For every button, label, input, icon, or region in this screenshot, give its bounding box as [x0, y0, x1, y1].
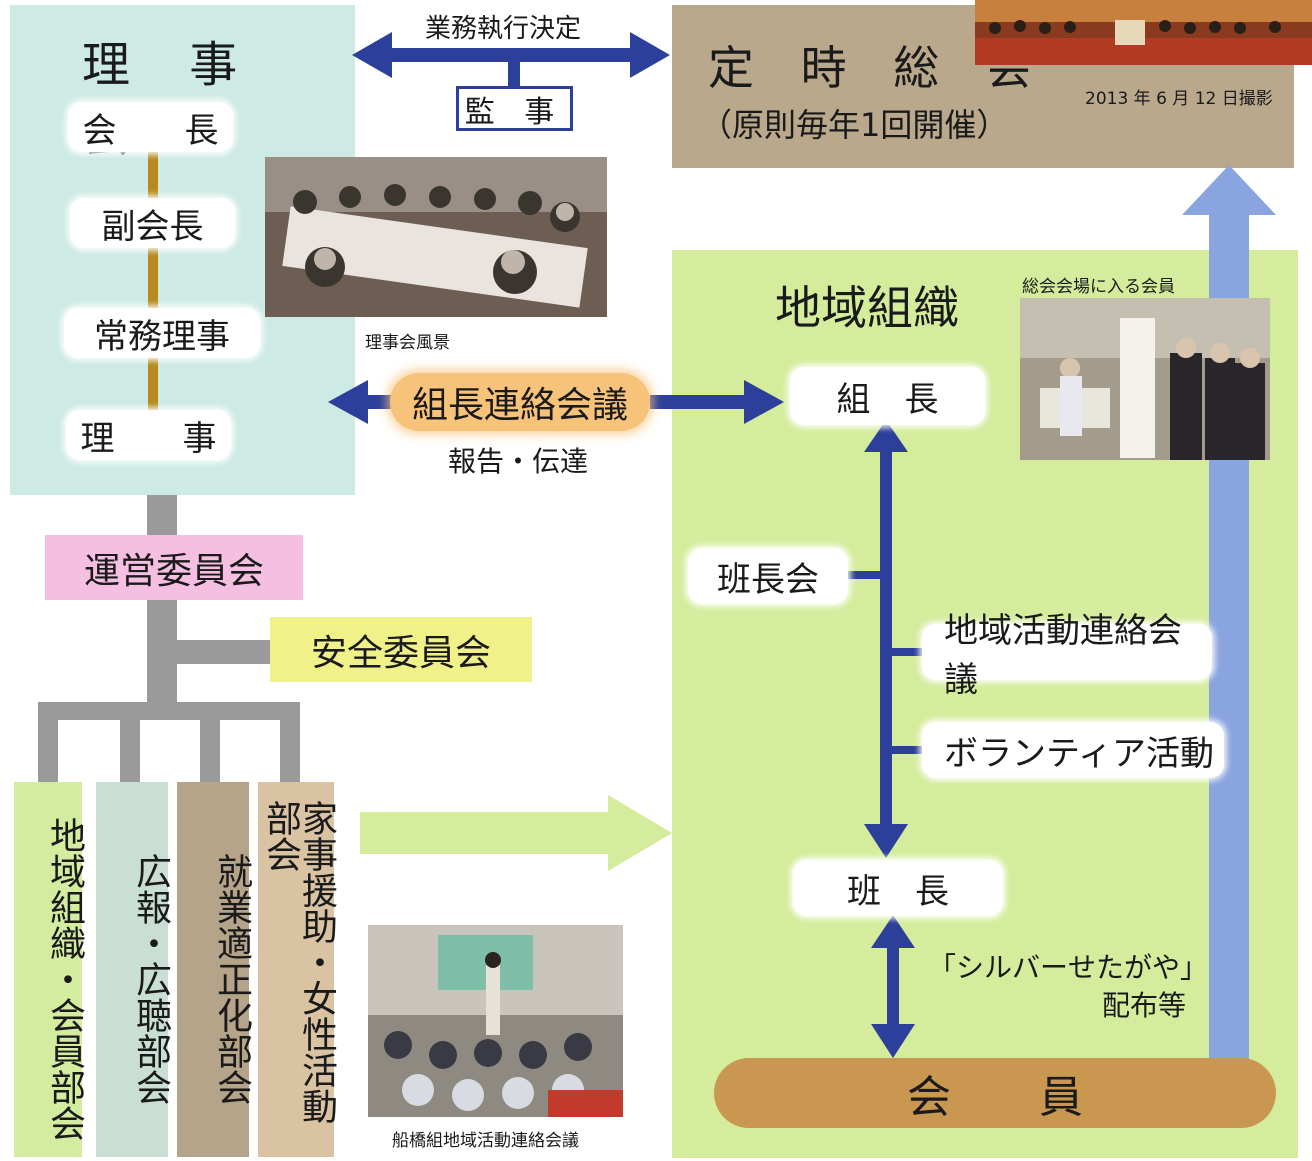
members-down-head: [871, 1024, 915, 1058]
board-to-operations-line: [147, 495, 177, 535]
liaison-left-head: [328, 380, 368, 424]
volunteer-activity: ボランティア活動: [922, 722, 1224, 778]
department-drop-2: [120, 702, 140, 782]
regional-meeting-photo: [368, 925, 623, 1117]
department-public-relations: 広報・広聴部会: [96, 782, 171, 1157]
role-director: 理 事: [66, 410, 231, 460]
distribution-line-2: 配布等: [1102, 989, 1187, 1022]
group-leader: 組 長: [790, 367, 985, 425]
role-vice-president: 副会長: [70, 198, 235, 248]
department-employment: 就業適正化部会: [177, 782, 252, 1157]
board-title: 理 事 会: [82, 37, 260, 163]
general-meeting-subtitle: （原則毎年1回開催）: [700, 106, 1009, 144]
general-meeting-photo-note: 2013 年 6 月 12 日撮影: [1085, 89, 1273, 109]
board-chain-line: [148, 148, 158, 418]
department-housework-women: 家事援助・女性活動部会: [258, 782, 337, 1157]
general-meeting-photo: [975, 0, 1312, 65]
regional-activity-meeting: 地域活動連絡会議: [922, 611, 1212, 700]
role-executive-director: 常務理事: [64, 308, 260, 358]
decision-arrow-right-head: [630, 32, 670, 78]
decision-label: 業務執行決定: [425, 14, 582, 44]
auditor-stem: [508, 55, 520, 87]
liaison-meeting-label: 組長連絡会議: [390, 373, 650, 431]
safety-committee: 安全委員会: [270, 617, 532, 682]
members-up-head: [871, 915, 915, 948]
board-photo-caption: 理事会風景: [365, 333, 450, 353]
entrance-photo: [1020, 298, 1270, 460]
regional-photo-caption: 船橋組地域活動連絡会議: [392, 1131, 579, 1151]
region-down-head: [864, 824, 908, 858]
board-meeting-photo: [265, 157, 607, 317]
role-president: 会 長: [68, 102, 233, 152]
department-bus-line: [38, 702, 300, 720]
region-green-arrow-head: [608, 795, 672, 871]
region-photo-caption: 総会会場に入る会員: [1022, 277, 1175, 297]
department-region-members: 地域組織・会員部会: [14, 782, 85, 1157]
region-title: 地域組織: [775, 281, 959, 335]
department-drop-1: [38, 702, 58, 782]
han-leader: 班 長: [793, 860, 1003, 916]
han-leader-meeting: 班長会: [688, 548, 848, 604]
operations-trunk-line: [147, 600, 177, 715]
liaison-right-head: [744, 380, 784, 424]
department-drop-4: [280, 702, 300, 782]
department-drop-3: [200, 702, 220, 782]
safety-branch-line: [177, 640, 272, 664]
auditor-box: 監 事: [456, 86, 573, 131]
liaison-sub-label: 報告・伝達: [448, 445, 589, 478]
operations-committee: 運営委員会: [45, 535, 303, 600]
members: 会 員: [714, 1058, 1276, 1128]
decision-arrow-left-head: [352, 32, 392, 78]
upward-blue-arrow-head: [1182, 165, 1276, 215]
distribution-line-1: 「シルバーせたがや」: [928, 951, 1209, 984]
region-green-arrow-shaft: [360, 812, 618, 854]
region-up-head: [864, 420, 908, 452]
